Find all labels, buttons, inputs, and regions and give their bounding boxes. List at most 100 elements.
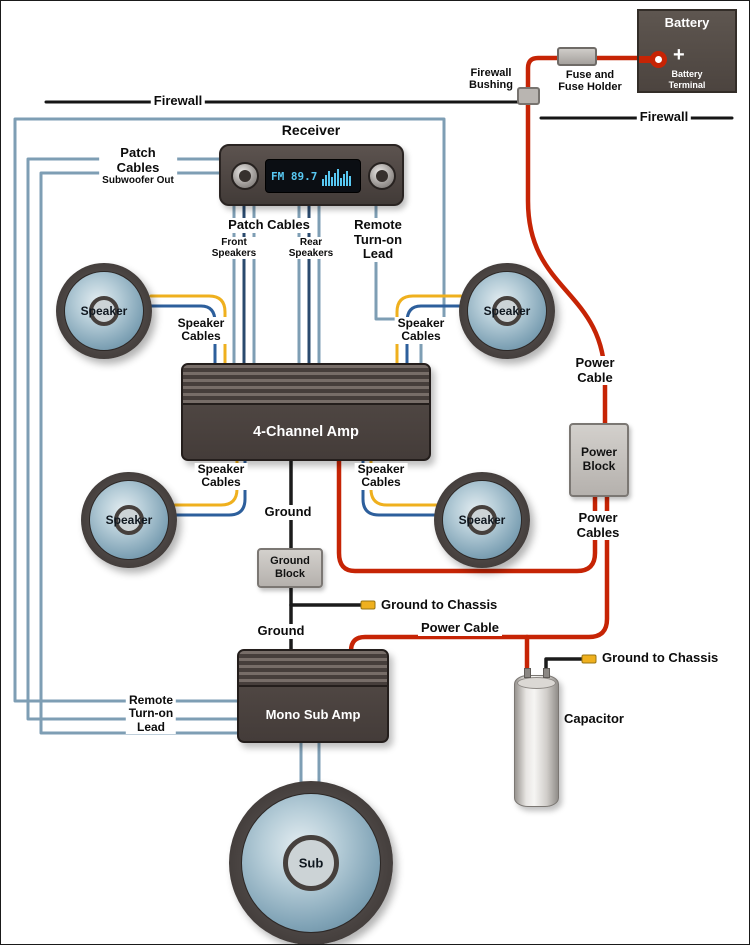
- power-cable-to-mono-amp: [348, 492, 610, 658]
- label-line: Power: [580, 445, 617, 460]
- label-line: Cable: [577, 369, 613, 385]
- firewall-label-right: Firewall: [636, 109, 692, 125]
- speaker-dust-cap: [283, 835, 339, 891]
- label-line: Block: [275, 568, 305, 580]
- label-line: Cables: [201, 475, 241, 490]
- amp-label: Mono Sub Amp: [265, 706, 361, 722]
- speaker-label: Speaker: [483, 304, 531, 318]
- battery-ring-terminal-icon: [650, 51, 667, 68]
- speaker-dust-cap: [89, 296, 119, 326]
- firewall-bushing-label: Firewall Bushing: [469, 67, 513, 92]
- label-line: Speaker: [197, 462, 245, 476]
- power-cables-label: Power Cables: [573, 510, 623, 541]
- receiver-title: Receiver: [281, 122, 341, 138]
- capacitor-label: Capacitor: [564, 711, 624, 726]
- label-line: Speaker: [397, 316, 445, 330]
- subwoofer: Sub: [229, 781, 393, 944]
- label-line: Remote: [128, 693, 173, 707]
- label-line: Power: [578, 510, 618, 525]
- speaker-cable-rl-blue: [173, 459, 247, 517]
- label-line: Fuse and: [565, 69, 615, 81]
- chassis-connector-right: [581, 654, 597, 664]
- label-line: Lead: [362, 246, 394, 262]
- label-line: Battery: [671, 69, 703, 79]
- label-line: Front: [221, 237, 247, 248]
- label-line: Cables: [361, 475, 401, 490]
- speaker-dust-cap: [492, 296, 522, 326]
- power-cable-to-4ch-amp: [336, 456, 598, 574]
- patch-cables-subwoofer-label: Patch Cables Subwoofer Out: [99, 145, 177, 187]
- chassis-connector-mid: [360, 600, 376, 610]
- label-line: Cables: [181, 329, 221, 344]
- firewall-bushing: [517, 87, 540, 105]
- speaker-dust-cap: [467, 505, 497, 535]
- remote-turn-on-lead-label-top: Remote Turn-on Lead: [350, 217, 406, 262]
- speaker-cable-fr-yellow: [395, 294, 463, 366]
- speaker-label: Speaker: [80, 304, 128, 318]
- label-line: Patch: [120, 145, 156, 160]
- label-line: Turn-on: [353, 231, 403, 247]
- amp-heatsink-fins: [183, 365, 429, 405]
- label-line: Remote: [354, 217, 402, 232]
- label-line: Cables: [401, 329, 441, 344]
- speaker-cables-label-rl: Speaker Cables: [194, 462, 248, 490]
- label-line: Subwoofer Out: [102, 175, 174, 187]
- battery: Battery + Battery Terminal: [637, 9, 737, 93]
- label-line: Speaker: [177, 316, 225, 330]
- battery-terminal-label: Battery Terminal: [639, 69, 735, 90]
- speaker-cables-label-fl: Speaker Cables: [174, 316, 228, 344]
- label-line: Turn-on: [128, 706, 174, 721]
- label-line: Terminal: [668, 79, 706, 90]
- label-line: Firewall: [470, 67, 512, 79]
- amp-heatsink-fins: [239, 651, 387, 687]
- ground-block: Ground Block: [257, 548, 323, 588]
- speaker-dust-cap: [114, 505, 144, 535]
- patch-cables-title: Patch Cables: [225, 217, 313, 233]
- speaker-label: Speaker: [105, 513, 153, 527]
- speaker-front-right: Speaker: [459, 263, 555, 359]
- label-line: Power: [575, 355, 615, 370]
- sub-label: Sub: [298, 855, 324, 871]
- capacitor: [514, 668, 559, 807]
- speaker-rear-right: Speaker: [434, 472, 530, 568]
- firewall-label-left: Firewall: [150, 93, 206, 109]
- receiver-head-unit: FM 89.7: [219, 144, 404, 206]
- label-line: Cables: [576, 524, 620, 540]
- tuning-knob[interactable]: [368, 162, 396, 190]
- speaker-front-left: Speaker: [56, 263, 152, 359]
- ground-to-chassis-label-mid: Ground to Chassis: [381, 597, 498, 612]
- amp-label: 4-Channel Amp: [253, 424, 359, 440]
- ground-to-chassis-label-right: Ground to Chassis: [602, 650, 719, 665]
- speaker-rear-left: Speaker: [81, 472, 177, 568]
- remote-turn-on-lead-label-bottom: Remote Turn-on Lead: [125, 693, 177, 735]
- fuse-holder-label: Fuse and Fuse Holder: [558, 69, 622, 94]
- power-cable-main: [525, 55, 644, 428]
- label-line: Lead: [136, 719, 165, 734]
- equalizer-bars-icon: [322, 167, 352, 186]
- label-line: Bushing: [469, 79, 513, 92]
- battery-plus-symbol: +: [673, 44, 685, 66]
- volume-knob[interactable]: [231, 162, 259, 190]
- power-block: Power Block: [569, 423, 629, 497]
- speaker-cable-fl-yellow: [149, 294, 227, 366]
- battery-wire-stub: [639, 56, 652, 63]
- label-line: Ground: [270, 555, 310, 568]
- four-channel-amp: 4-Channel Amp: [181, 363, 431, 461]
- speaker-cable-rr-blue: [361, 459, 439, 517]
- power-cable-label-upper: Power Cable: [572, 355, 618, 386]
- frequency-readout: FM 89.7: [271, 169, 318, 183]
- label-line: Speakers: [211, 248, 257, 260]
- capacitor-ground-wire: [544, 657, 584, 675]
- label-line: Cables: [116, 159, 160, 175]
- front-speakers-label: Front Speakers: [208, 237, 260, 260]
- ground-label-lower: Ground: [254, 623, 308, 639]
- power-cable-label-lower: Power Cable: [417, 620, 503, 636]
- label-line: Block: [582, 459, 616, 473]
- battery-label: Battery: [664, 15, 710, 30]
- receiver-display: FM 89.7: [265, 159, 361, 193]
- speaker-cables-label-rr: Speaker Cables: [354, 462, 408, 490]
- label-line: Speaker: [357, 462, 405, 476]
- rear-speakers-label: Rear Speakers: [285, 237, 337, 260]
